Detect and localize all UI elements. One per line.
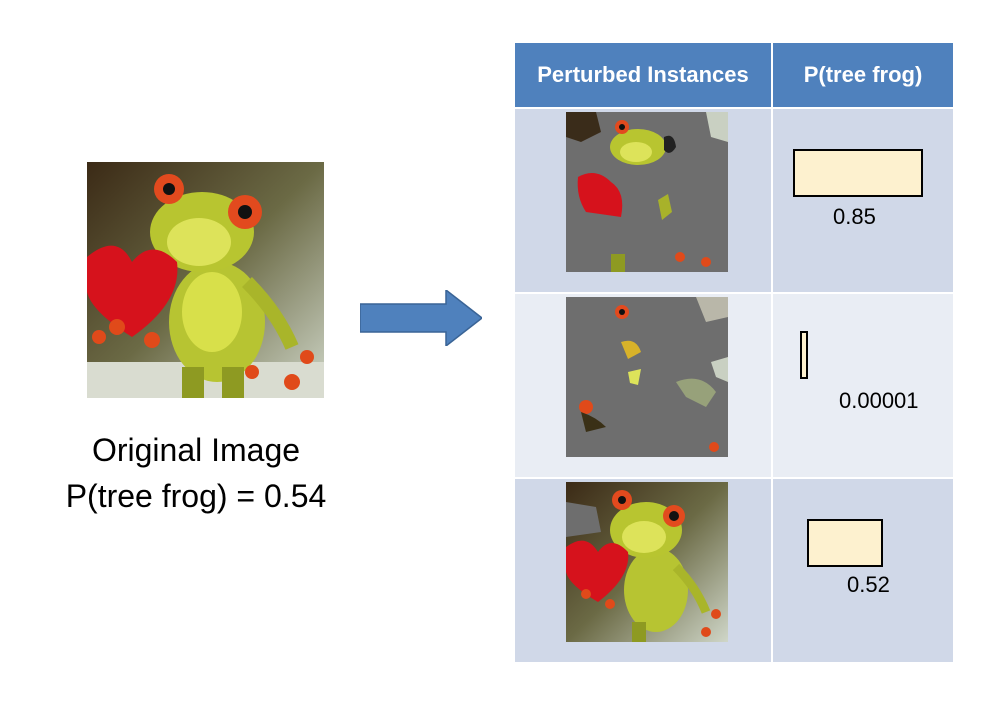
probability-value-3: 0.52 xyxy=(847,572,890,597)
probability-cell-1: 0.85 xyxy=(773,109,953,292)
perturbed-image-3 xyxy=(566,482,728,642)
instance-cell-3 xyxy=(515,479,771,662)
probability-value-2: 0.00001 xyxy=(839,388,919,413)
original-frog-image xyxy=(87,162,324,398)
perturbed-image-1 xyxy=(566,112,728,272)
perturbed-instances-table: Perturbed Instances P(tree frog) 0.85 xyxy=(515,43,953,662)
perturbed-image-2 xyxy=(566,297,728,457)
original-image-caption: Original Image xyxy=(91,432,301,468)
right-arrow-icon xyxy=(360,290,482,346)
original-probability-caption: P(tree frog) = 0.54 xyxy=(65,478,327,514)
header-probability: P(tree frog) xyxy=(773,43,953,107)
probability-cell-2: 0.00001 xyxy=(773,294,953,477)
instance-cell-2 xyxy=(515,294,771,477)
probability-cell-3: 0.52 xyxy=(773,479,953,662)
probability-value-1: 0.85 xyxy=(833,204,876,229)
probability-bar-2 xyxy=(800,331,808,379)
probability-bar-3 xyxy=(807,519,883,567)
header-perturbed-instances: Perturbed Instances xyxy=(515,43,771,107)
instance-cell-1 xyxy=(515,109,771,292)
probability-bar-1 xyxy=(793,149,923,197)
